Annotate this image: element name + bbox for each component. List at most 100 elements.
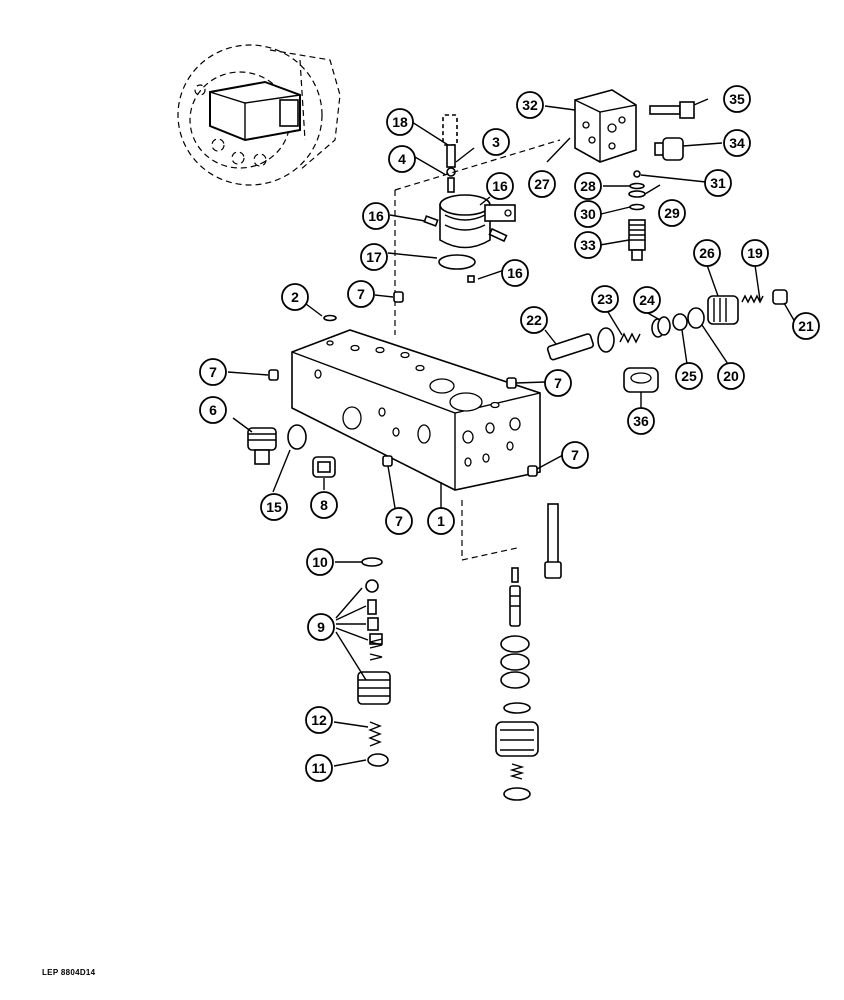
svg-text:11: 11 (312, 760, 327, 776)
pilot-valve-body (439, 194, 516, 249)
callout-16: 16 (486, 172, 514, 200)
svg-text:16: 16 (492, 178, 508, 194)
svg-text:27: 27 (534, 176, 550, 192)
spool-22 (546, 327, 615, 361)
svg-text:22: 22 (526, 312, 542, 328)
callout-16: 16 (362, 202, 390, 230)
centre-line-bottom (461, 500, 518, 561)
callout-10: 10 (306, 548, 334, 576)
spring-12 (368, 721, 382, 747)
plug-7-left (268, 369, 279, 381)
callout-28: 28 (574, 172, 602, 200)
tie-rod (544, 503, 562, 579)
callout-7: 7 (199, 358, 227, 386)
ring-30 (629, 203, 645, 211)
svg-text:8: 8 (320, 497, 328, 513)
oring-20 (687, 307, 705, 329)
locator-inset (177, 44, 341, 186)
svg-text:16: 16 (368, 208, 384, 224)
callout-9: 9 (307, 613, 335, 641)
oring-17 (438, 254, 476, 270)
callout-19: 19 (741, 239, 769, 267)
callout-6: 6 (199, 396, 227, 424)
svg-text:25: 25 (681, 368, 697, 384)
oring-2 (323, 314, 337, 322)
cap-26 (707, 295, 739, 325)
callout-7: 7 (544, 369, 572, 397)
callout-7: 7 (561, 441, 589, 469)
drawing-reference-code: LEP 8804D14 (42, 968, 96, 977)
svg-text:26: 26 (699, 245, 715, 261)
plug-34 (654, 137, 684, 161)
cartridge-33 (628, 219, 646, 261)
callout-23: 23 (591, 285, 619, 313)
main-spool-assembly (495, 567, 539, 801)
svg-text:16: 16 (507, 265, 523, 281)
callout-31: 31 (704, 169, 732, 197)
callout-29: 29 (658, 199, 686, 227)
svg-text:31: 31 (710, 175, 726, 191)
svg-text:36: 36 (633, 413, 649, 429)
callout-26: 26 (693, 239, 721, 267)
svg-text:7: 7 (357, 286, 365, 302)
svg-text:20: 20 (723, 368, 739, 384)
svg-text:6: 6 (209, 402, 217, 418)
spring-23 (619, 332, 641, 344)
callout-16: 16 (501, 259, 529, 287)
oring-10 (361, 557, 383, 567)
svg-text:2: 2 (291, 289, 299, 305)
cap-11 (367, 753, 389, 767)
svg-text:9: 9 (317, 619, 325, 635)
svg-text:19: 19 (747, 245, 763, 261)
bolt-35 (649, 101, 695, 119)
svg-text:21: 21 (798, 318, 814, 334)
svg-text:1: 1 (437, 513, 445, 529)
svg-text:32: 32 (522, 97, 538, 113)
svg-text:3: 3 (492, 134, 500, 150)
centre-line-top (394, 139, 561, 191)
svg-text:17: 17 (366, 249, 382, 265)
plug-7-lower-right (527, 465, 538, 477)
svg-text:18: 18 (392, 114, 408, 130)
callout-1: 1 (427, 507, 455, 535)
callout-25: 25 (675, 362, 703, 390)
callout-7: 7 (385, 507, 413, 535)
seal-28 (629, 182, 645, 190)
svg-text:7: 7 (554, 375, 562, 391)
pilot-block-32 (574, 89, 637, 163)
leader-lines (227, 98, 796, 767)
svg-text:30: 30 (580, 206, 596, 222)
plug-7-bottom (382, 455, 393, 467)
callout-32: 32 (516, 91, 544, 119)
callout-3: 3 (482, 128, 510, 156)
washer-25 (672, 313, 688, 331)
callout-36: 36 (627, 407, 655, 435)
callout-12: 12 (305, 706, 333, 734)
pin-16-right (488, 227, 508, 243)
svg-text:23: 23 (597, 291, 613, 307)
callout-22: 22 (520, 306, 548, 334)
svg-text:28: 28 (580, 178, 596, 194)
callout-24: 24 (633, 286, 661, 314)
ring-29 (628, 190, 646, 198)
callout-20: 20 (717, 362, 745, 390)
callout-7: 7 (347, 280, 375, 308)
svg-text:7: 7 (571, 447, 579, 463)
svg-text:35: 35 (729, 91, 745, 107)
svg-text:4: 4 (398, 151, 406, 167)
svg-text:24: 24 (639, 292, 655, 308)
callout-4: 4 (388, 145, 416, 173)
callout-35: 35 (723, 85, 751, 113)
callout-2: 2 (281, 283, 309, 311)
relief-valve-9 (357, 579, 391, 705)
callout-21: 21 (792, 312, 820, 340)
plug-8 (312, 456, 336, 478)
plug-7-right (506, 377, 517, 389)
callout-34: 34 (723, 129, 751, 157)
svg-text:34: 34 (729, 135, 745, 151)
seal-15 (287, 424, 307, 450)
svg-text:7: 7 (395, 513, 403, 529)
svg-text:10: 10 (312, 554, 328, 570)
spring-24 (651, 316, 671, 338)
